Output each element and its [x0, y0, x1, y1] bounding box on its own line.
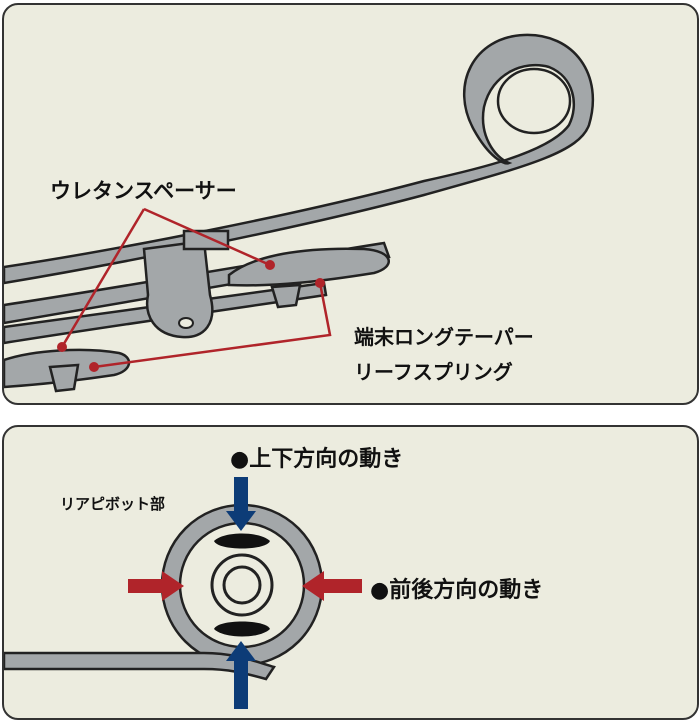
- leader-dot: [315, 278, 325, 288]
- urethane-spacer-label: ウレタンスペーサー: [50, 179, 237, 203]
- vertical-motion-label: ●上下方向の動き: [230, 447, 404, 472]
- leaf-clamp: [142, 239, 214, 339]
- urethane-spacer-right: [270, 283, 302, 309]
- leaf-tail: [4, 651, 276, 681]
- rubber-void-top: [214, 533, 270, 549]
- leader-dot: [265, 260, 275, 270]
- leader-dot: [57, 342, 67, 352]
- clamp-hole: [178, 317, 194, 329]
- rear-pivot-illustration: [4, 477, 362, 709]
- rear-pivot-panel: リアピボット部 ●上下方向の動き ●前後方向の動き: [2, 425, 699, 720]
- taper-leaf-upper-end: [227, 247, 390, 287]
- bushing-inner: [222, 565, 262, 605]
- rear-pivot-label: リアピボット部: [60, 495, 166, 513]
- horizontal-arrows: [128, 571, 362, 601]
- clamp-bolt-head: [182, 229, 230, 251]
- leader-lines: [60, 207, 332, 369]
- fwd-back-motion-label: ●前後方向の動き: [370, 578, 544, 603]
- vertical-arrows: [226, 477, 256, 709]
- leader-dot: [89, 362, 99, 372]
- taper-spring-label-line1: 端末ロングテーパー: [354, 325, 534, 349]
- taper-spring-label-line2: リーフスプリング: [354, 360, 513, 384]
- rubber-void-bottom: [214, 621, 270, 637]
- urethane-spacer-left: [48, 363, 80, 393]
- spring-eye-hole: [496, 67, 572, 135]
- leaf-spring-panel: ウレタンスペーサー 端末ロングテーパー リーフスプリング: [2, 3, 699, 405]
- main-leaf: [4, 33, 595, 285]
- leaf-spring-illustration: [4, 33, 595, 393]
